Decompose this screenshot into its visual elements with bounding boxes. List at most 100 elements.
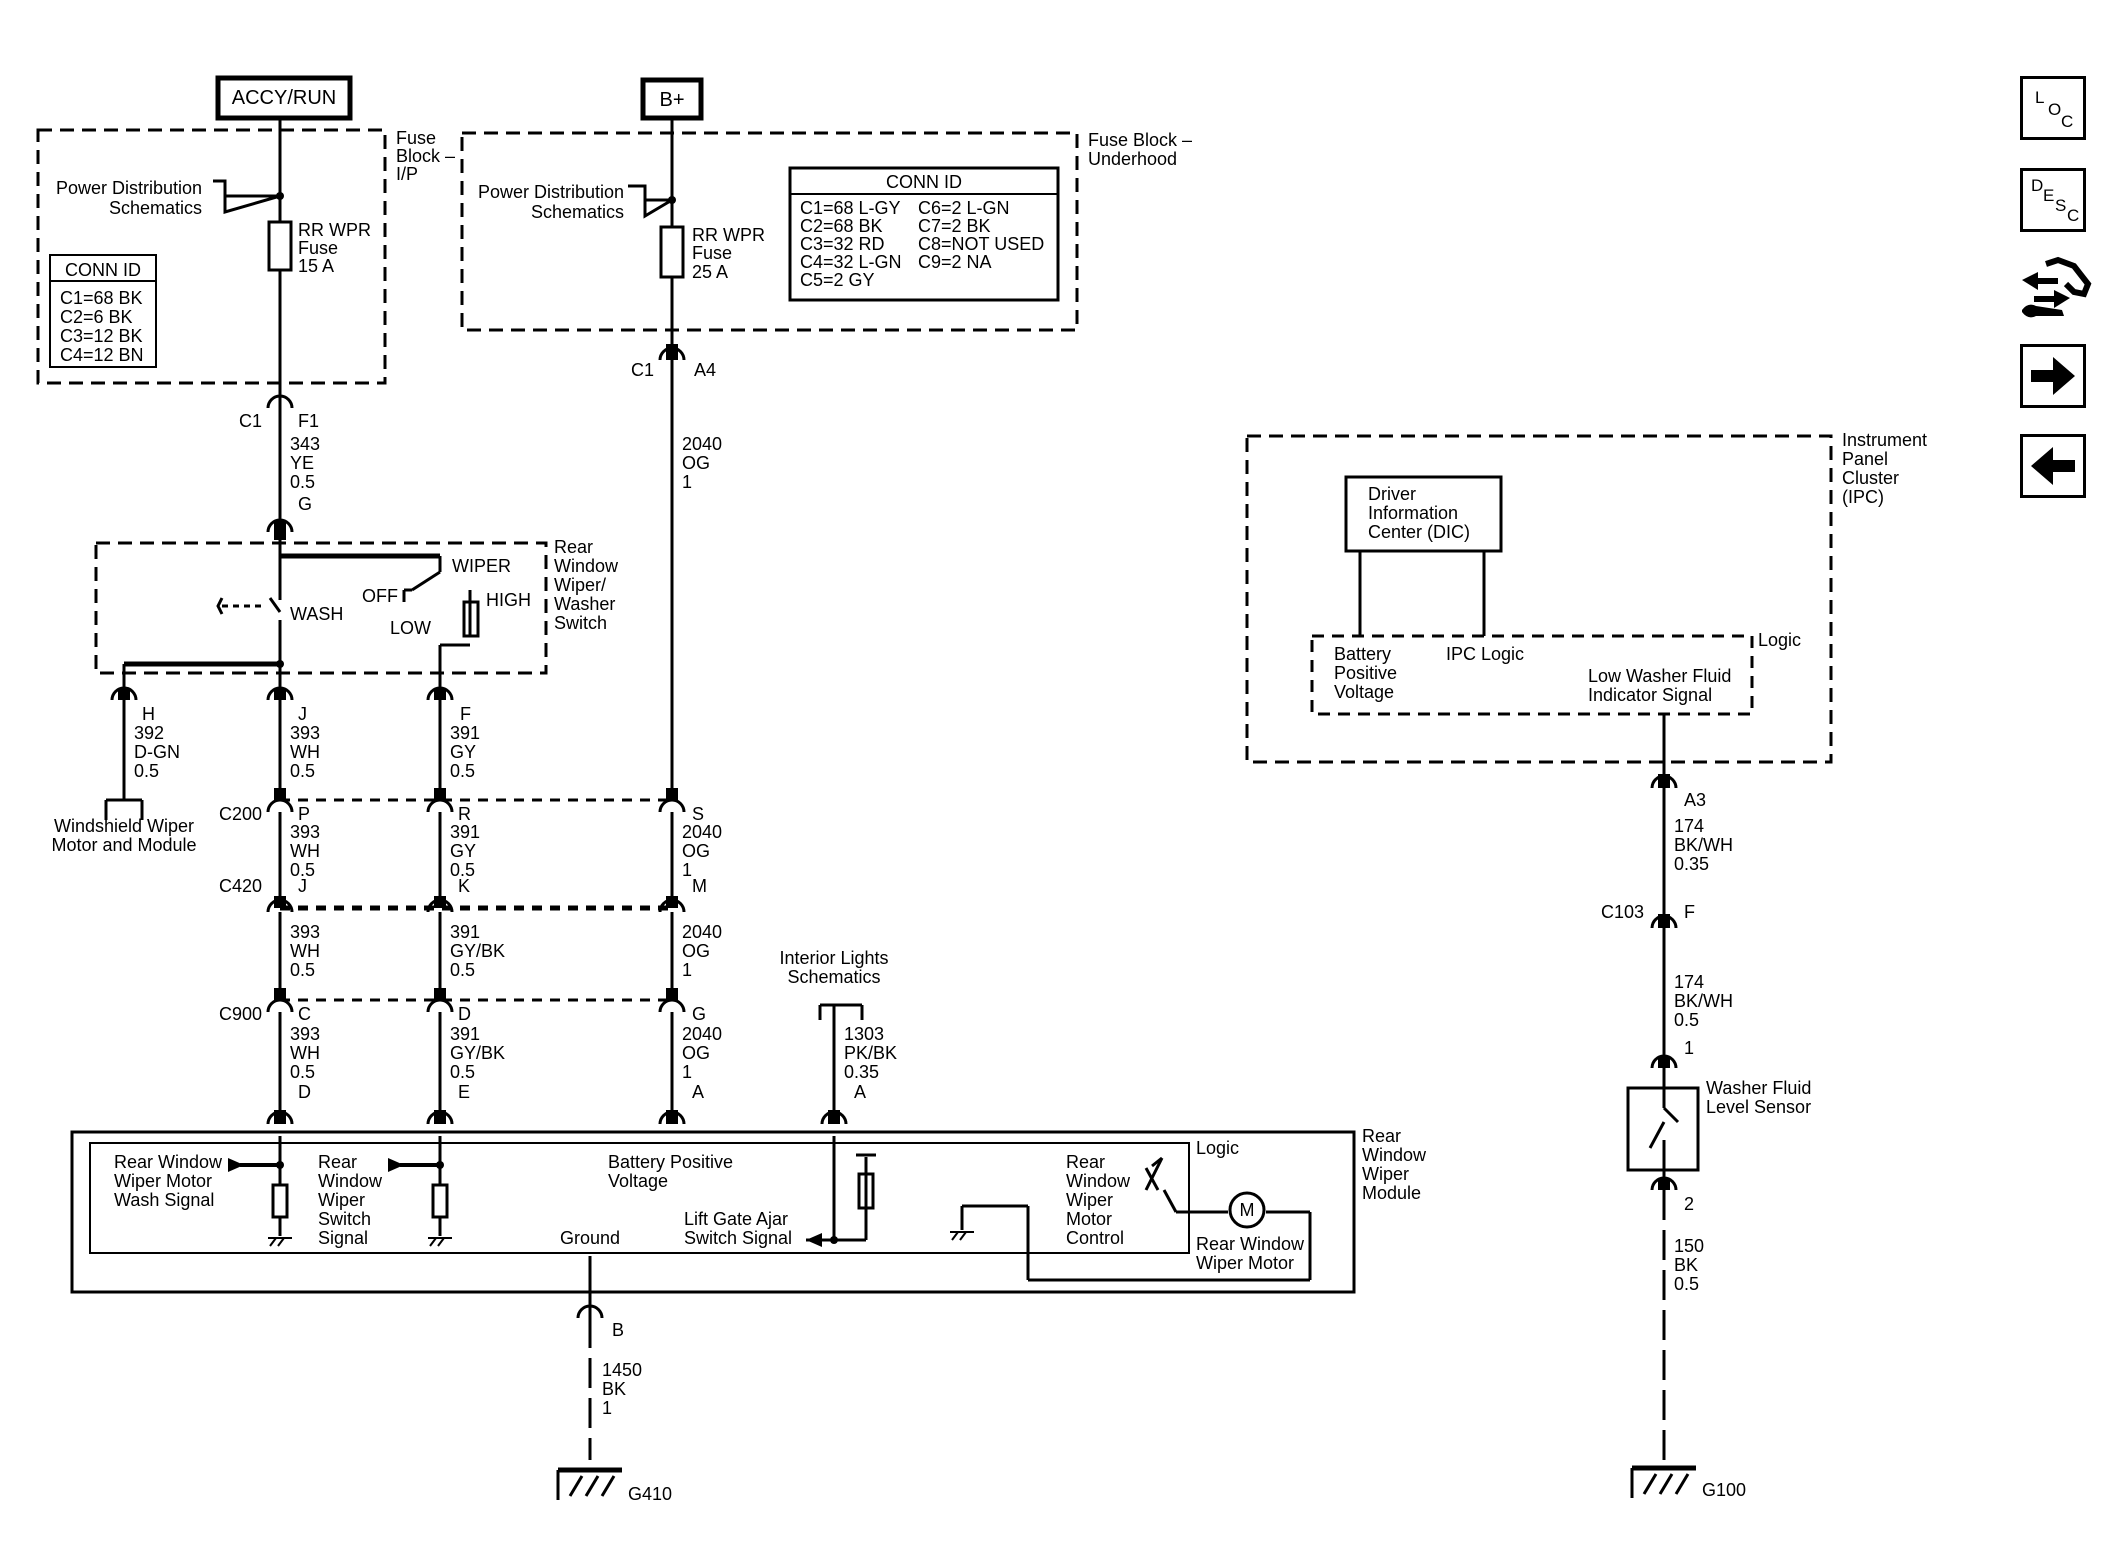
module-switch-signal: Rear [318, 1152, 357, 1172]
module-wash-signal-3: Wash Signal [114, 1190, 214, 1210]
desc-letter: D [2031, 176, 2044, 195]
c103-pin: F [1684, 902, 1695, 922]
module-pin: D [298, 1082, 311, 1102]
c200-wire-color: GY [450, 841, 476, 861]
c900-wire-size: 0.5 [290, 1062, 315, 1082]
module-switch-signal-2: Window [318, 1171, 383, 1191]
module-liftgate-signal-2: Switch Signal [684, 1228, 792, 1248]
conn-id-uh-title: CONN ID [886, 172, 962, 192]
c420-wire-num: 2040 [682, 922, 722, 942]
wire-392-num: 392 [134, 723, 164, 743]
c420-wire-size: 1 [682, 960, 692, 980]
wire-391-pin: F [460, 704, 471, 724]
ipc-logic-text: IPC Logic [1446, 644, 1524, 664]
service-procedure-button[interactable] [2018, 254, 2092, 324]
module-wash-signal-2: Wiper Motor [114, 1171, 212, 1191]
module-switch-signal-3: Wiper [318, 1190, 365, 1210]
power-distribution-link-uh[interactable]: Power Distribution [478, 182, 624, 202]
conn-id-uh-row: C3=32 RD [800, 234, 885, 254]
conn-id-uh-row: C7=2 BK [918, 216, 991, 236]
ipc-label: Instrument [1842, 430, 1927, 450]
c420-wire-num: 391 [450, 922, 480, 942]
dic-label-2: Information [1368, 503, 1458, 523]
wire-393-size: 0.5 [290, 761, 315, 781]
module-liftgate-signal: Lift Gate Ajar [684, 1209, 788, 1229]
description-button[interactable]: D E S C [2020, 168, 2086, 232]
accy-run-label: ACCY/RUN [232, 87, 336, 109]
power-distribution-link-uh-2[interactable]: Schematics [531, 202, 624, 222]
switch-label-4: Washer [554, 594, 615, 614]
wire-1450-color: BK [602, 1379, 626, 1399]
ipc-bpv: Battery [1334, 644, 1391, 664]
wire-392-size: 0.5 [134, 761, 159, 781]
conn-id-uh-row: C9=2 NA [918, 252, 992, 272]
c200-wire-num: 393 [290, 822, 320, 842]
module-pin: A [692, 1082, 704, 1102]
wire-343-pin: F1 [298, 411, 319, 431]
c200-pin: S [692, 804, 704, 824]
conn-id-table-underhood [788, 166, 1060, 302]
dic-box [1344, 475, 1503, 553]
module-motor-control-2: Window [1066, 1171, 1131, 1191]
wire-393-pin: J [298, 704, 307, 724]
desc-letter: S [2055, 196, 2067, 215]
interior-lights-link-2[interactable]: Schematics [787, 967, 880, 987]
low-washer-signal: Low Washer Fluid [1588, 666, 1731, 686]
ipc-bpv-2: Positive [1334, 663, 1397, 683]
c200-pin: P [298, 804, 310, 824]
fuse-block-underhood-box [460, 131, 1079, 332]
c900-wire-color: OG [682, 1043, 710, 1063]
fuse-uh-label: RR WPR [692, 225, 765, 245]
c900-label: C900 [219, 1004, 262, 1024]
rear-wiper-washer-switch-box [94, 541, 548, 675]
fuse-block-ip-label: Fuse [396, 128, 436, 148]
fuse-block-ip-label-3: I/P [396, 164, 418, 184]
power-distribution-link-ip-2[interactable]: Schematics [109, 198, 202, 218]
dic-label-3: Center (DIC) [1368, 522, 1470, 542]
next-button[interactable] [2020, 344, 2086, 408]
conn-id-uh-row: C1=68 L-GY [800, 198, 901, 218]
switch-wiper-label: WIPER [452, 556, 511, 576]
c900-wire-color: GY/BK [450, 1043, 505, 1063]
fuse-uh-rating: 25 A [692, 262, 728, 282]
windshield-wiper-link-2[interactable]: Motor and Module [51, 835, 196, 855]
c900-wire-size: 0.5 [450, 1062, 475, 1082]
wire-391-size: 0.5 [450, 761, 475, 781]
instrument-panel-cluster-box [1245, 434, 1833, 764]
ipc-logic-box [1310, 634, 1754, 716]
c420-wire-size: 0.5 [290, 960, 315, 980]
module-motor-control-5: Control [1066, 1228, 1124, 1248]
ipc-label-4: (IPC) [1842, 487, 1884, 507]
module-ground-label: Ground [560, 1228, 620, 1248]
module-motor-control-4: Motor [1066, 1209, 1112, 1229]
loc-letter: C [2061, 112, 2074, 131]
windshield-wiper-link[interactable]: Windshield Wiper [54, 816, 194, 836]
module-pin: E [458, 1082, 470, 1102]
module-name-3: Wiper [1362, 1164, 1409, 1184]
wiper-motor-symbol [1228, 1191, 1266, 1229]
c900-wire-color: WH [290, 1043, 320, 1063]
wire-174-color: BK/WH [1674, 835, 1733, 855]
power-distribution-link-ip[interactable]: Power Distribution [56, 178, 202, 198]
c900-wire-num: 2040 [682, 1024, 722, 1044]
wire-2040-conn: C1 [631, 360, 654, 380]
c420-pin: J [298, 876, 307, 896]
conn-id-uh-row: C5=2 GY [800, 270, 875, 290]
c103-label: C103 [1601, 902, 1644, 922]
wire-174-pin: A3 [1684, 790, 1706, 810]
c200-wire-num: 391 [450, 822, 480, 842]
interior-lights-link[interactable]: Interior Lights [779, 948, 888, 968]
c420-wire-color: OG [682, 941, 710, 961]
switch-label: Rear [554, 537, 593, 557]
switch-label-3: Wiper/ [554, 575, 606, 595]
c420-pin: K [458, 876, 470, 896]
rr-wpr-fuse-25a [659, 225, 685, 279]
c200-wire-size: 0.5 [290, 860, 315, 880]
previous-button[interactable] [2020, 434, 2086, 498]
wire-2040-color: OG [682, 453, 710, 473]
c200-wire-num: 2040 [682, 822, 722, 842]
rr-wpr-fuse-15a [267, 220, 293, 272]
wire-1303-num: 1303 [844, 1024, 884, 1044]
location-button[interactable]: L O C [2020, 76, 2086, 140]
conn-id-ip-row: C3=12 BK [60, 326, 143, 346]
